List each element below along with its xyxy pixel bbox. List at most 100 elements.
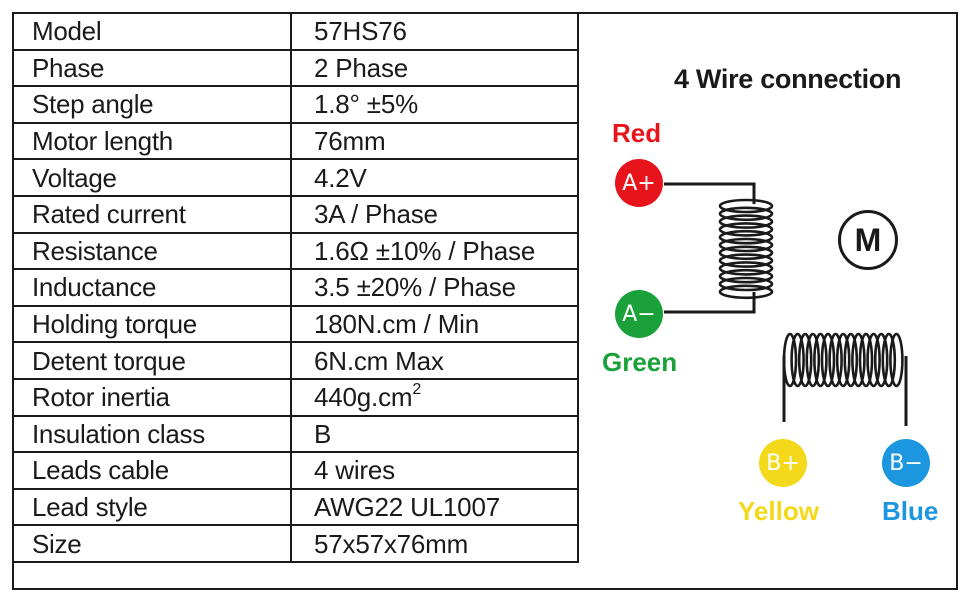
coil-b-turn <box>790 332 805 388</box>
spec-label: Insulation class <box>12 414 292 454</box>
a-minus-wire <box>664 292 756 314</box>
spec-value: 3.5 ±20% / Phase <box>290 268 579 307</box>
coil-b-turn <box>889 332 904 388</box>
spec-value-text: 440g.cm <box>314 382 413 413</box>
coil-a <box>718 198 774 300</box>
coil-b-turn <box>797 332 813 388</box>
coil-b-turn <box>828 332 843 388</box>
spec-value: 76mm <box>290 121 579 161</box>
blue-label: Blue <box>882 496 939 526</box>
coil-b-turn <box>873 332 889 388</box>
green-label: Green <box>602 347 678 377</box>
a-minus-terminal: A− <box>615 290 663 338</box>
coil-a-turn <box>718 268 774 284</box>
spec-value-text: 1.8° ±5% <box>314 89 419 120</box>
spec-value-text: 1.6Ω ±10% / Phase <box>314 235 536 266</box>
coil-b-turn <box>820 332 836 388</box>
spec-value-text: 76mm <box>314 126 386 157</box>
spec-label: Detent torque <box>12 341 292 380</box>
spec-label: Motor length <box>12 121 292 161</box>
spec-value: 57HS76 <box>290 12 579 51</box>
spec-row: Motor length 76mm <box>12 121 579 161</box>
b-minus-terminal: B− <box>882 439 930 487</box>
coil-a-turn <box>718 284 774 300</box>
coil-a-turn <box>718 214 774 229</box>
b-plus-terminal: B+ <box>759 439 807 487</box>
coil-a-turn <box>718 245 774 261</box>
spec-row: Size 57x57x76mm <box>12 524 579 563</box>
spec-row: Step angle 1.8° ±5% <box>12 85 579 124</box>
spec-value: 4 wires <box>290 451 579 490</box>
spec-label: Rotor inertia <box>12 377 292 417</box>
spec-label: Model <box>12 12 292 51</box>
coil-a-turn <box>718 222 774 237</box>
coil-drawing <box>664 182 908 426</box>
spec-row: Model 57HS76 <box>12 12 579 51</box>
spec-value-text: 180N.cm / Min <box>314 309 480 340</box>
spec-label: Rated current <box>12 194 292 234</box>
spec-label: Lead style <box>12 487 292 527</box>
coil-a-turn <box>718 237 774 253</box>
coil-b-turn <box>835 332 851 388</box>
spec-value-text: 2 Phase <box>314 52 409 83</box>
spec-label: Resistance <box>12 231 292 271</box>
a-plus-terminal: A+ <box>615 159 663 207</box>
spec-value: 4.2V <box>290 158 579 197</box>
spec-value-text: 6N.cm Max <box>314 345 444 376</box>
spec-label: Holding torque <box>12 304 292 344</box>
spec-value: 180N.cm / Min <box>290 304 579 344</box>
spec-label: Voltage <box>12 158 292 197</box>
coil-a-turn <box>718 261 774 276</box>
spec-row: Rated current 3A / Phase <box>12 194 579 234</box>
spec-value-text: 57x57x76mm <box>314 528 469 559</box>
spec-label: Leads cable <box>12 451 292 490</box>
coil-b-turn <box>881 332 897 388</box>
spec-value: 3A / Phase <box>290 194 579 234</box>
a-plus-wire <box>664 182 756 204</box>
red-label: Red <box>612 118 662 148</box>
coil-b-turn <box>858 332 874 388</box>
spec-row: Holding torque 180N.cm / Min <box>12 304 579 344</box>
spec-value: 6N.cm Max <box>290 341 579 380</box>
spec-value-text: 3.5 ±20% / Phase <box>314 272 516 303</box>
spec-value-text: AWG22 UL1007 <box>314 492 500 523</box>
spec-value: 2 Phase <box>290 48 579 88</box>
diagram-title: 4 Wire connection <box>674 64 902 94</box>
spec-value: 1.8° ±5% <box>290 85 579 124</box>
coil-b-turn <box>866 332 881 388</box>
spec-row: Resistance 1.6Ω ±10% / Phase <box>12 231 579 271</box>
spec-row: Detent torque 6N.cm Max <box>12 341 579 380</box>
coil-b-turn <box>843 332 859 388</box>
spec-label: Phase <box>12 48 292 88</box>
coil-a-turn <box>718 206 774 222</box>
spec-value: 57x57x76mm <box>290 524 579 563</box>
spec-label: Step angle <box>12 85 292 124</box>
spec-value-text: 3A / Phase <box>314 199 438 230</box>
spec-row: Phase 2 Phase <box>12 48 579 88</box>
coil-b-turn <box>805 332 821 388</box>
spec-value: AWG22 UL1007 <box>290 487 579 527</box>
coil-b-turn <box>813 332 828 388</box>
spec-value: 1.6Ω ±10% / Phase <box>290 231 579 271</box>
spec-value-text: 57HS76 <box>314 16 407 47</box>
spec-value-text: B <box>314 418 332 449</box>
motor-symbol: M <box>838 210 898 270</box>
coil-a-turn <box>718 253 774 268</box>
spec-value-superscript: 2 <box>412 381 422 399</box>
coil-b-turn <box>851 332 866 388</box>
spec-label: Size <box>12 524 292 563</box>
coil-a-turn <box>718 276 774 292</box>
yellow-label: Yellow <box>738 496 819 526</box>
spec-row: Leads cable 4 wires <box>12 451 579 490</box>
spec-row: Rotor inertia 440g.cm2 <box>12 377 579 417</box>
spec-value-text: 4 wires <box>314 455 395 486</box>
coil-a-turn <box>718 229 774 245</box>
coil-a-turn <box>718 198 774 214</box>
spec-row: Lead style AWG22 UL1007 <box>12 487 579 527</box>
wiring-diagram: 4 Wire connection Red A+ A− Green M B+ Y… <box>572 14 956 588</box>
coil-b <box>782 332 904 388</box>
